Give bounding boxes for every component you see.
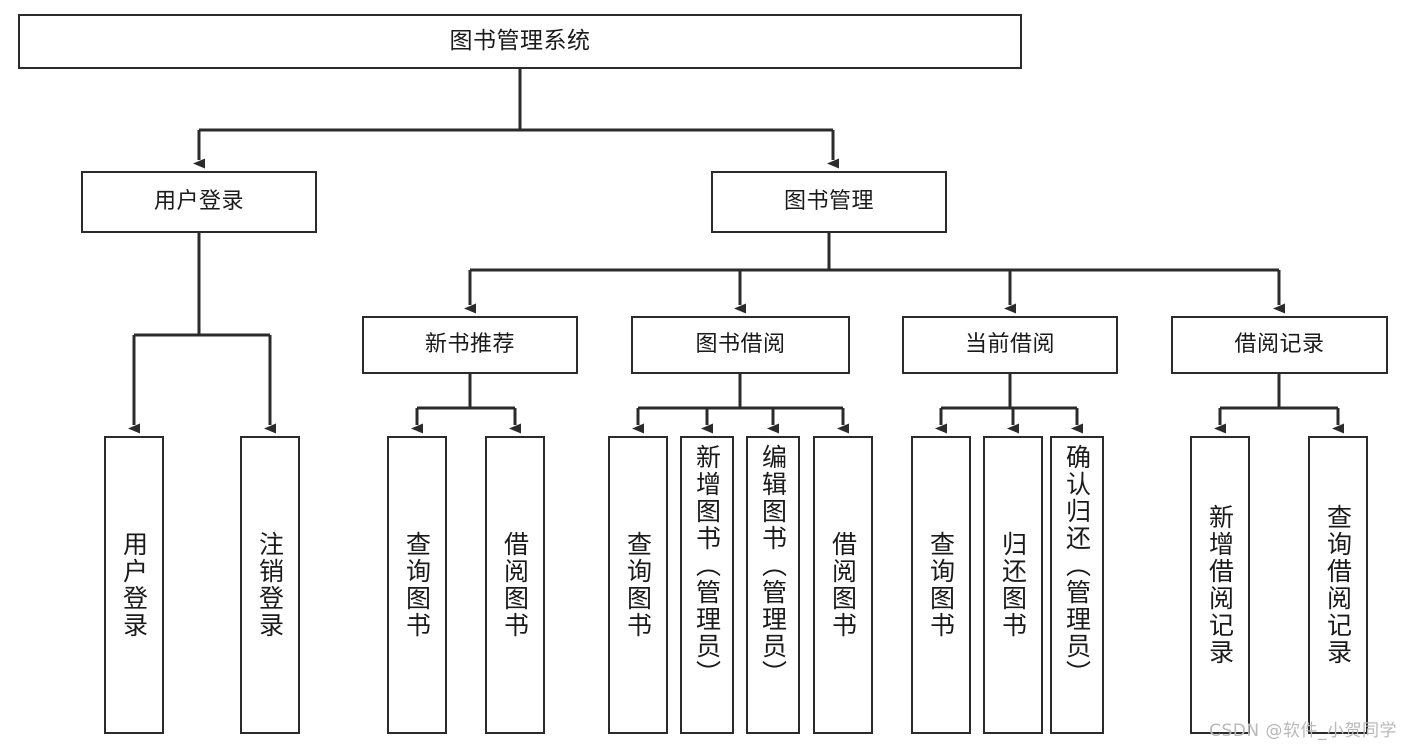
node-leaf-query-book-borrow-label: 查询图书 <box>623 531 653 639</box>
node-leaf-query-book-current-label: 查询图书 <box>926 531 956 639</box>
node-leaf-query-borrow-record-label: 查询借阅记录 <box>1323 504 1353 666</box>
node-borrow-record[interactable]: 借阅记录 <box>1171 316 1388 374</box>
node-leaf-edit-book-admin[interactable]: 编辑图书（管理员） <box>746 436 800 734</box>
node-book-manage[interactable]: 图书管理 <box>711 171 947 233</box>
node-leaf-confirm-return-admin-label: 确认归还（管理员） <box>1062 444 1092 687</box>
node-book-manage-label: 图书管理 <box>783 189 874 215</box>
node-leaf-borrow-book-rec[interactable]: 借阅图书 <box>485 436 545 734</box>
node-leaf-query-book-rec[interactable]: 查询图书 <box>387 436 447 734</box>
node-leaf-return-book[interactable]: 归还图书 <box>983 436 1043 734</box>
node-root[interactable]: 图书管理系统 <box>18 14 1022 69</box>
node-leaf-logout-login[interactable]: 注销登录 <box>240 436 300 734</box>
node-leaf-user-login[interactable]: 用户登录 <box>104 436 164 734</box>
node-leaf-confirm-return-admin[interactable]: 确认归还（管理员） <box>1050 436 1104 734</box>
node-leaf-add-book-admin-label: 新增图书（管理员） <box>692 444 722 687</box>
node-leaf-user-login-label: 用户登录 <box>119 531 149 639</box>
node-leaf-query-book-borrow[interactable]: 查询图书 <box>608 436 668 734</box>
node-current-borrow-label: 当前借阅 <box>964 332 1055 358</box>
node-book-borrow[interactable]: 图书借阅 <box>631 316 850 374</box>
node-book-borrow-label: 图书借阅 <box>695 332 786 358</box>
node-root-label: 图书管理系统 <box>449 27 591 54</box>
node-leaf-add-borrow-record-label: 新增借阅记录 <box>1205 504 1235 666</box>
node-leaf-query-book-rec-label: 查询图书 <box>402 531 432 639</box>
node-new-book-recommend[interactable]: 新书推荐 <box>362 316 578 374</box>
node-leaf-borrow-book-rec-label: 借阅图书 <box>500 531 530 639</box>
node-leaf-query-borrow-record[interactable]: 查询借阅记录 <box>1308 436 1368 734</box>
node-leaf-add-borrow-record[interactable]: 新增借阅记录 <box>1190 436 1250 734</box>
node-leaf-edit-book-admin-label: 编辑图书（管理员） <box>758 444 788 687</box>
watermark-text: CSDN @软件_小贺同学 <box>1209 721 1397 741</box>
node-leaf-add-book-admin[interactable]: 新增图书（管理员） <box>680 436 734 734</box>
node-leaf-borrow-book-label: 借阅图书 <box>828 531 858 639</box>
node-leaf-logout-login-label: 注销登录 <box>255 531 285 639</box>
node-leaf-query-book-current[interactable]: 查询图书 <box>911 436 971 734</box>
node-borrow-record-label: 借阅记录 <box>1234 332 1325 358</box>
node-user-login-label: 用户登录 <box>153 189 244 215</box>
node-leaf-borrow-book[interactable]: 借阅图书 <box>813 436 873 734</box>
node-new-book-recommend-label: 新书推荐 <box>424 332 515 358</box>
node-leaf-return-book-label: 归还图书 <box>998 531 1028 639</box>
node-user-login[interactable]: 用户登录 <box>81 171 317 233</box>
node-current-borrow[interactable]: 当前借阅 <box>902 316 1118 374</box>
